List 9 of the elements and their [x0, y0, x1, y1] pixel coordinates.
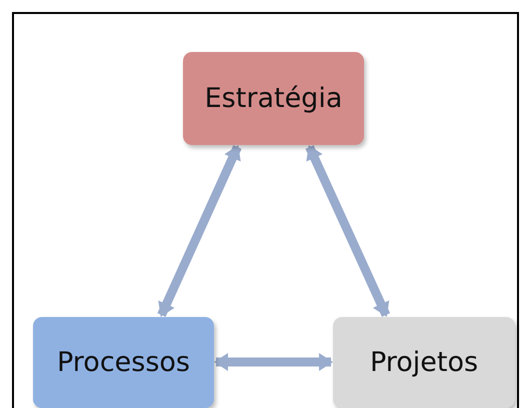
- double-arrow: [157, 145, 242, 317]
- box-label: Projetos: [370, 347, 478, 378]
- process-box: [333, 317, 515, 408]
- box-label: Processos: [56, 347, 190, 378]
- process-box: [183, 52, 364, 145]
- box-label: Estratégia: [204, 83, 342, 114]
- double-arrow: [305, 145, 390, 317]
- process-box: [33, 317, 214, 408]
- double-arrow: [214, 353, 333, 371]
